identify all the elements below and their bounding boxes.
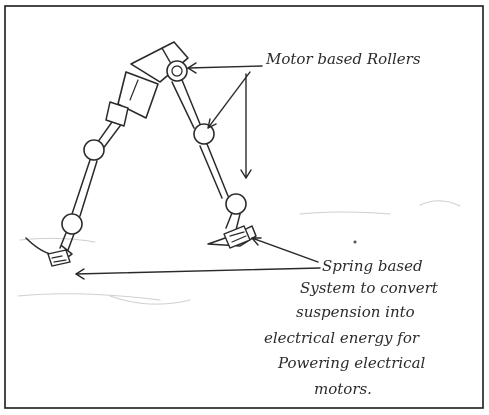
hip-roller xyxy=(167,61,187,81)
pencil-dot xyxy=(354,241,357,244)
left-roller-lower xyxy=(62,214,82,234)
spring-label-line-6: motors. xyxy=(314,380,372,398)
right-roller-lower xyxy=(226,194,246,214)
spring-label-line-3: suspension into xyxy=(296,303,415,321)
left-roller-middle xyxy=(84,140,104,160)
spring-label-line-5: Powering electrical xyxy=(277,354,426,372)
motor-rollers-label: Motor based Rollers xyxy=(265,50,421,68)
spring-label-line-2: System to convert xyxy=(300,279,439,297)
spring-label-line-4: electrical energy for xyxy=(264,329,420,347)
spring-label-line-1: Spring based xyxy=(322,257,423,275)
